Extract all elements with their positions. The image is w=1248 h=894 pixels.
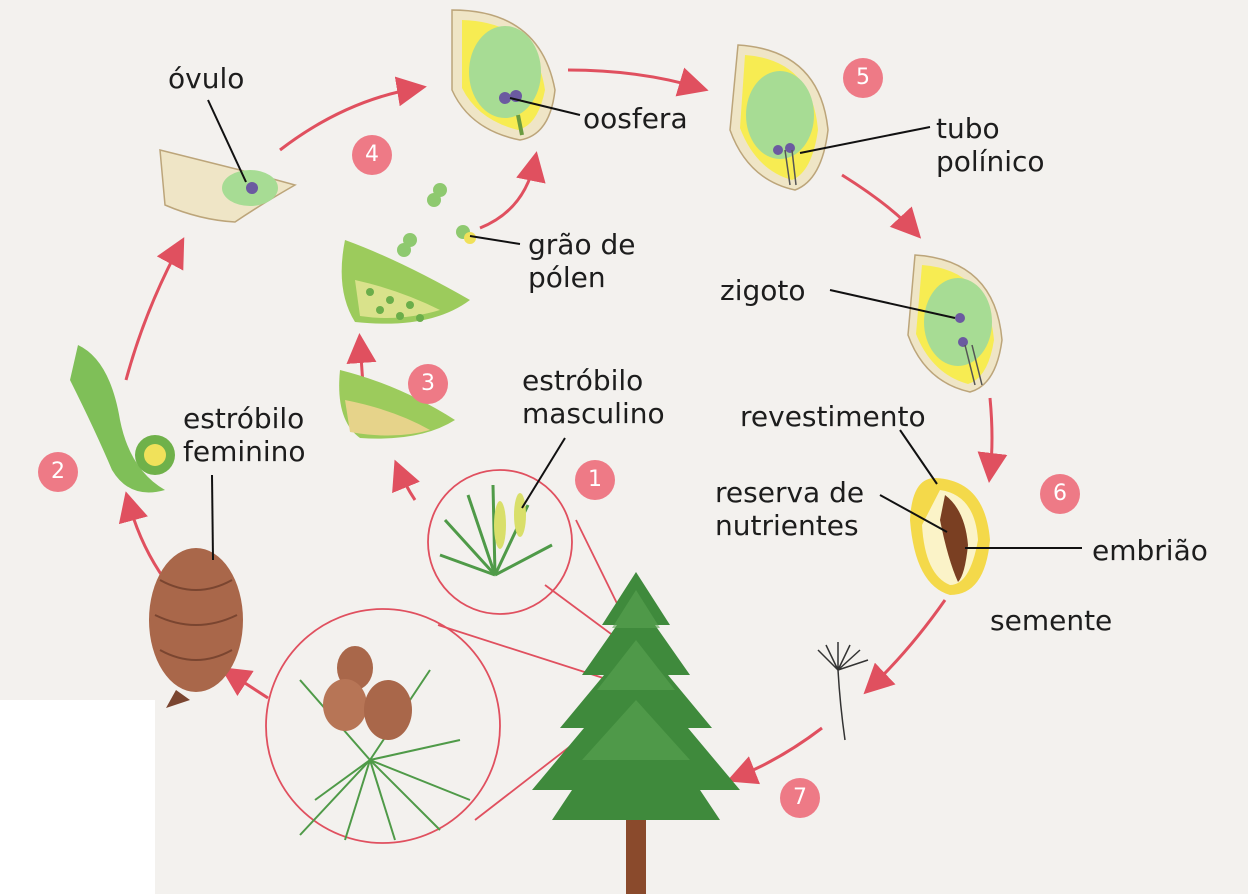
arrow-seedling-to-tree (726, 726, 823, 785)
label-grao-de-polen: grão de pólen (528, 228, 636, 294)
paper-region (0, 700, 155, 894)
step-badge-3: 3 (408, 364, 448, 404)
pollen-sacs (339, 183, 476, 439)
label-zigoto: zigoto (720, 274, 806, 307)
label-oosfera: oosfera (583, 102, 688, 135)
seedling-drawing (817, 642, 869, 741)
arrow-cone-to-2 (118, 491, 167, 581)
arrow-circle-to-cone (220, 667, 269, 700)
step-badge-4: 4 (352, 135, 392, 175)
step-badge-1: 1 (575, 460, 615, 500)
label-embriao: embrião (1092, 534, 1208, 567)
step-badge-6: 6 (1040, 474, 1080, 514)
step-badge-7: 7 (780, 778, 820, 818)
label-estrobilo-feminino: estróbilo feminino (183, 402, 306, 468)
arrow-seed-to-seedling (863, 599, 947, 695)
arrow-ovulo-to-oosfera (279, 76, 427, 152)
male-strobilus-drawing (439, 484, 553, 577)
label-semente: semente (990, 604, 1113, 637)
cycle-arrows (118, 67, 1008, 785)
arrow-pollen-to-ovule (479, 151, 546, 230)
ovule-oosfera-drawing (451, 9, 556, 141)
stage-2-scale (70, 345, 175, 493)
female-cone (149, 548, 243, 708)
arrow-oosfera-to-5 (567, 67, 709, 97)
male-strobilus-circle (427, 469, 573, 615)
arrow-masc-to-3 (392, 459, 420, 501)
seed-drawing (910, 478, 990, 595)
label-reserva-de-nutrientes: reserva de nutrientes (715, 476, 865, 542)
label-ovulo: óvulo (168, 62, 245, 95)
step-badge-5: 5 (843, 58, 883, 98)
ovule-scale (159, 149, 297, 223)
label-revestimento: revestimento (740, 400, 926, 433)
ovule-pollen-tube-drawing (729, 44, 829, 191)
zygote-ovule-drawing (907, 254, 1003, 393)
arrow-5-to-zigoto (841, 173, 922, 239)
leader-lines (207, 97, 1082, 561)
label-estrobilo-masculino: estróbilo masculino (522, 364, 665, 430)
female-strobilus-drawing (299, 646, 471, 841)
label-tubo-polinico: tubo polínico (936, 112, 1045, 178)
pine-tree (532, 572, 740, 894)
arrow-zigoto-to-seed (977, 397, 1008, 483)
arrow-2-to-ovulo (124, 237, 185, 381)
female-strobilus-circle (265, 608, 501, 844)
step-badge-2: 2 (38, 452, 78, 492)
